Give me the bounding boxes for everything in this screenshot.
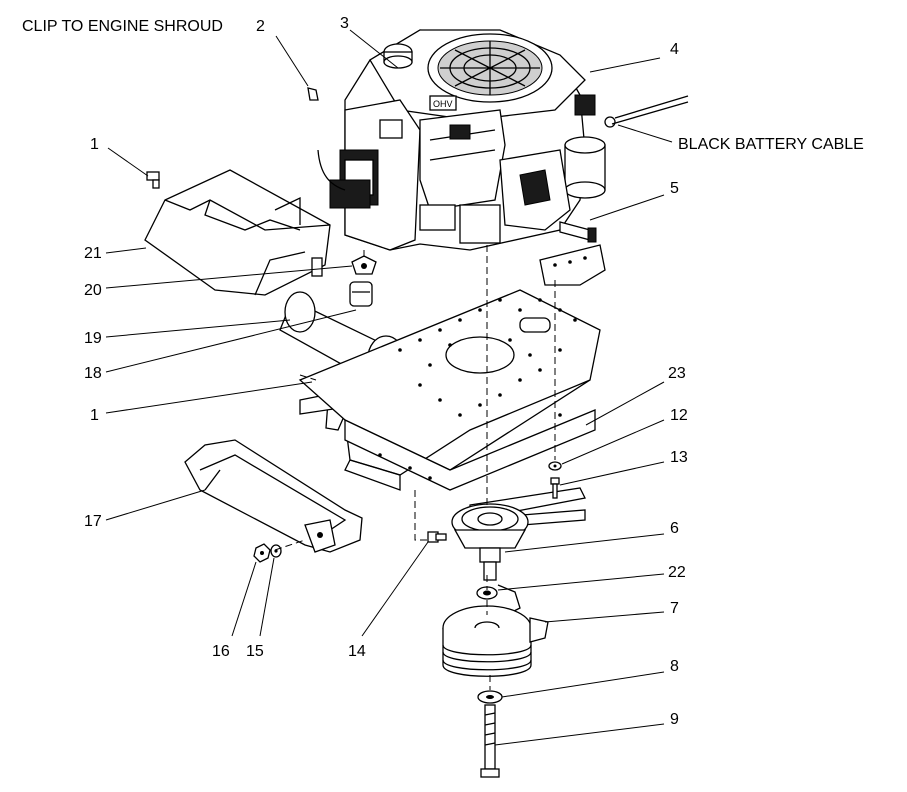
callout-18: 18	[84, 365, 102, 382]
callout-labels: CLIP TO ENGINE SHROUD 2 3 4 BLACK BATTER…	[22, 15, 864, 728]
callout-13: 13	[670, 449, 688, 466]
callout-1-top: 1	[90, 136, 99, 153]
callout-20: 20	[84, 282, 102, 299]
oil-filter	[564, 136, 606, 199]
callout-7: 7	[670, 600, 679, 617]
engine-shroud-clip	[307, 87, 319, 101]
callout-9: 9	[670, 711, 679, 728]
idler-pulley	[451, 503, 529, 581]
assembly-lines	[274, 245, 556, 690]
electric-clutch	[442, 605, 549, 677]
bolt-13	[550, 477, 560, 499]
leader-lines	[105, 29, 673, 746]
callout-2: 2	[256, 18, 265, 35]
spacer	[476, 584, 521, 613]
callout-clip-to-engine-shroud: CLIP TO ENGINE SHROUD	[22, 18, 223, 35]
gasket	[351, 255, 377, 275]
callout-19: 19	[84, 330, 102, 347]
callout-17: 17	[84, 513, 102, 530]
callout-1-middle: 1	[90, 407, 99, 424]
screw-top	[146, 171, 160, 189]
callout-black-battery-cable: BLACK BATTERY CABLE	[678, 136, 864, 153]
belt-guard	[184, 439, 363, 553]
oil-cap	[383, 43, 413, 69]
callout-4: 4	[670, 41, 679, 58]
callout-12: 12	[670, 407, 688, 424]
frame-holes	[378, 256, 587, 480]
bolt-9	[480, 704, 500, 778]
flywheel-grille	[427, 33, 553, 103]
flat-washer	[270, 544, 282, 558]
lock-nut	[253, 543, 271, 563]
callout-16: 16	[212, 643, 230, 660]
exhaust-pipe	[349, 281, 373, 307]
callout-21: 21	[84, 245, 102, 262]
callout-14: 14	[348, 643, 366, 660]
engine-mount-frame	[298, 244, 606, 491]
washer-8	[477, 690, 503, 704]
carriage-bolt	[427, 531, 447, 543]
callout-22: 22	[668, 564, 686, 581]
callout-3: 3	[340, 15, 349, 32]
washer-12	[548, 461, 562, 471]
callout-23: 23	[668, 365, 686, 382]
callout-15: 15	[246, 643, 264, 660]
engine-badge: OHV	[433, 99, 453, 109]
callout-8: 8	[670, 658, 679, 675]
callout-5: 5	[670, 180, 679, 197]
heat-shield	[144, 169, 331, 296]
engine-assembly: OHV	[317, 29, 689, 251]
callout-6: 6	[670, 520, 679, 537]
engine-fitting	[559, 221, 597, 243]
